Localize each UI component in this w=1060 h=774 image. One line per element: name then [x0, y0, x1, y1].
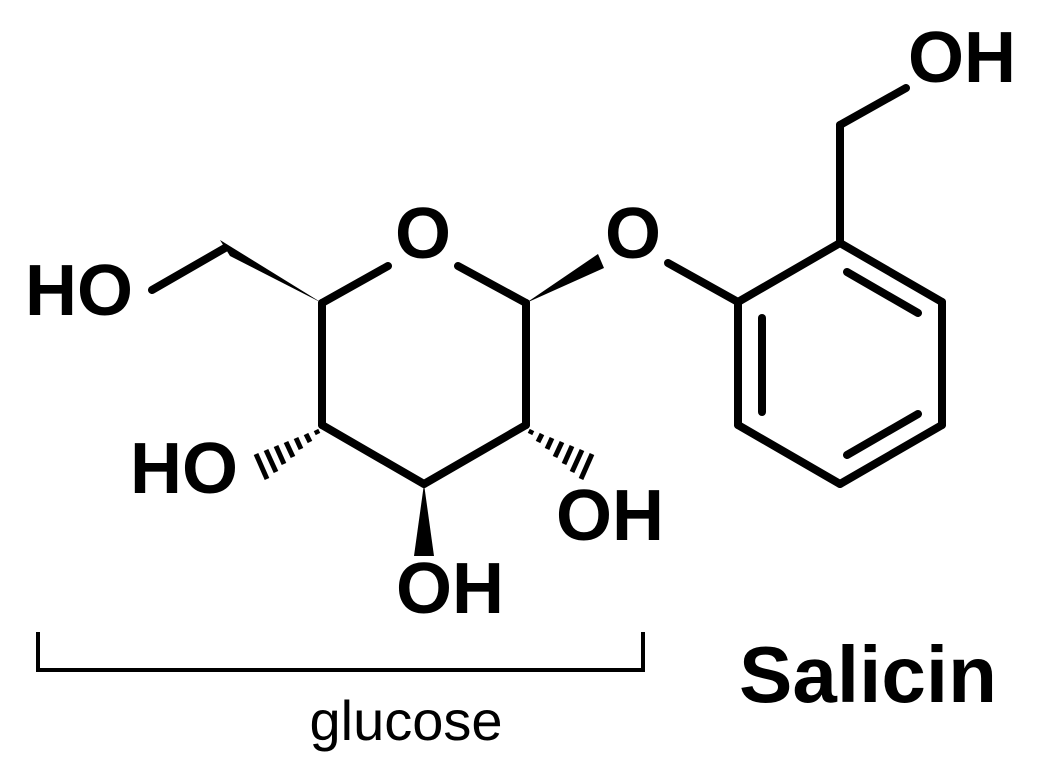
bond-ar1-ar2	[734, 239, 844, 306]
double-bond-inner-1	[843, 268, 922, 317]
bond-c5-ring-oxygen	[318, 262, 392, 307]
c4-hydroxyl-label: HO	[130, 429, 238, 509]
wedge-c3-oh	[414, 484, 434, 556]
bond-c2-c3	[420, 421, 530, 488]
double-bond-inner-2	[843, 410, 922, 459]
hash-c4-oh	[253, 428, 321, 481]
glucose-bracket	[36, 632, 645, 672]
molecule-name: Salicin	[739, 630, 997, 719]
bond-c3-c4	[318, 421, 428, 488]
glucose-ring	[318, 262, 530, 488]
ring-oxygen-label: O	[395, 194, 451, 274]
bond-ar2-ar3	[836, 239, 946, 306]
ch2oh-right-label: OH	[908, 18, 1016, 98]
hash-c2-oh	[527, 428, 595, 481]
bond-ar4-ar5	[836, 421, 946, 488]
glucose-label: glucose	[309, 689, 502, 752]
bond-ar5-ar6	[734, 421, 844, 488]
bond-ch2-oh	[148, 244, 229, 294]
bond-ring-oxygen-c1	[454, 262, 530, 307]
ch2oh-left-label: HO	[25, 251, 133, 331]
c3-hydroxyl-label: OH	[396, 549, 504, 629]
bond-ch2-hydroxyl	[836, 84, 910, 129]
bond-glycosidic-oxygen-aryl	[664, 259, 742, 306]
glycosidic-oxygen-label: O	[605, 194, 661, 274]
wedge-c5-ch2	[220, 240, 322, 303]
c2-hydroxyl-label: OH	[556, 476, 664, 556]
wedge-c1-glycosidic-oxygen	[526, 254, 604, 303]
benzene-ring	[734, 239, 946, 488]
